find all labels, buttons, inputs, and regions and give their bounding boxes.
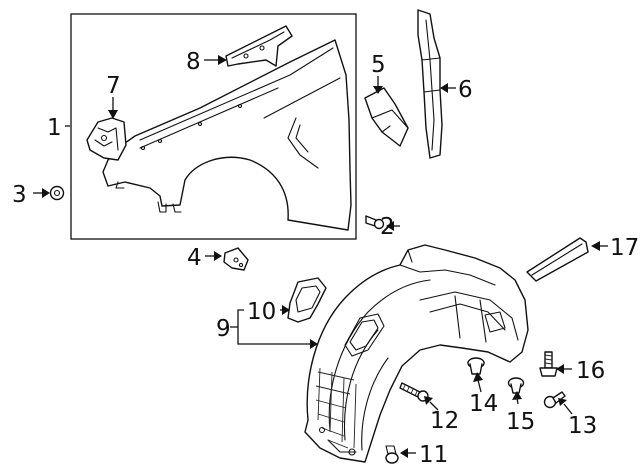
push-clip-part: [385, 445, 399, 464]
nut-part: [49, 185, 65, 201]
fender-liner-part: [304, 244, 529, 463]
bolt-13-part: [543, 391, 566, 409]
fender-bracket-part: [86, 117, 127, 161]
callout-14: 14: [469, 391, 498, 417]
leader-lines: [33, 55, 608, 458]
callout-3: 3: [12, 182, 27, 208]
callout-4: 4: [187, 245, 202, 271]
fender-assembly-frame: [70, 13, 357, 240]
upper-reinforcement-part: [225, 25, 293, 67]
callout-11: 11: [419, 442, 448, 468]
bolt-part: [365, 215, 385, 230]
callout-12: 12: [430, 408, 459, 434]
nut-14-part: [467, 357, 485, 375]
nut-15-part: [507, 377, 525, 394]
splash-pad-part: [287, 277, 327, 323]
callout-9: 9: [216, 316, 231, 342]
callout-5: 5: [371, 52, 386, 78]
callout-16: 16: [576, 358, 605, 384]
callout-6: 6: [458, 77, 473, 103]
callout-15: 15: [506, 409, 535, 435]
stud-part: [539, 351, 558, 377]
callout-1: 1: [47, 115, 62, 141]
fender-part: [102, 39, 352, 231]
insulator-part: [417, 9, 443, 159]
callout-10: 10: [247, 299, 276, 325]
clip-bracket-part: [223, 247, 249, 271]
trim-strip-part: [526, 237, 589, 282]
callout-8: 8: [186, 49, 201, 75]
callout-2: 2: [380, 214, 395, 240]
screw-part: [399, 382, 429, 402]
callout-7: 7: [106, 73, 121, 99]
callout-17: 17: [610, 235, 639, 261]
seal-block-part: [364, 87, 409, 147]
callout-13: 13: [568, 413, 597, 439]
